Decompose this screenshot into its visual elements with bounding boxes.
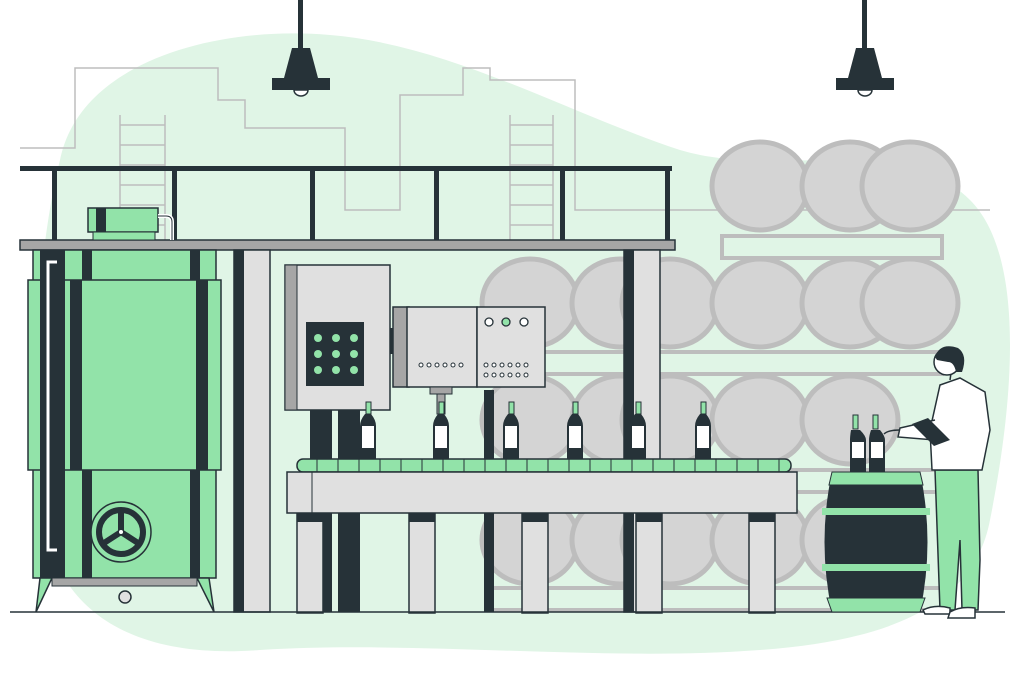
wine-bottle: [567, 401, 583, 459]
wine-bottle: [360, 401, 376, 459]
wine-bottle: [695, 401, 711, 459]
worker: [883, 346, 991, 619]
railing: [20, 166, 672, 242]
ceiling-lamp-left: [272, 0, 330, 97]
ladder-right: [509, 115, 554, 240]
building-outline: [20, 67, 990, 211]
indicator-dots: [418, 362, 529, 378]
conveyor-legs: [296, 390, 776, 614]
platform-floor: [19, 239, 676, 251]
conveyor-belt: [296, 458, 792, 473]
wine-bottle: [503, 401, 519, 459]
wine-bottle: [630, 401, 646, 459]
wine-bottles-conveyor: [360, 401, 711, 459]
ceiling-lamp-right: [836, 0, 894, 97]
ladder-left: [119, 115, 166, 240]
wine-bottles-barrel: [850, 414, 885, 472]
status-leds: [484, 317, 529, 327]
display-barrel: [822, 414, 930, 613]
wine-bottle: [433, 401, 449, 459]
barrel-stack: [479, 139, 961, 587]
conveyor-belt-segments: [316, 459, 780, 472]
tank-pump: [87, 207, 174, 241]
conveyor-body: [286, 471, 798, 514]
fermentation-tank: [27, 249, 222, 613]
keypad-lights: [314, 334, 358, 374]
